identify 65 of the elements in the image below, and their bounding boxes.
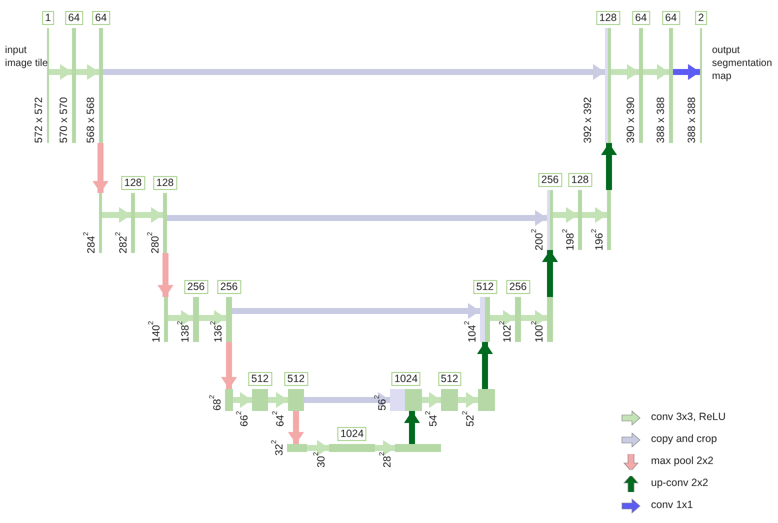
channel-count: 64 (632, 11, 650, 25)
channel-count: 1024 (391, 372, 421, 386)
channel-count: 256 (217, 280, 241, 294)
channel-count: 128 (153, 176, 177, 190)
arrow (49, 64, 72, 80)
arrow (673, 64, 700, 80)
channel-count: 512 (438, 372, 462, 386)
arrow (477, 342, 493, 389)
legend-text: conv 1x1 (651, 499, 694, 511)
caption-text: input image tile (5, 44, 49, 70)
arrow (582, 207, 607, 223)
arrow (167, 210, 547, 226)
arrow (199, 310, 226, 326)
arrow (221, 342, 237, 389)
arrow (643, 64, 669, 80)
channel-count: 128 (596, 11, 620, 25)
size-label: 388 x 388 (686, 96, 698, 143)
legend-text: copy and crop (651, 433, 717, 445)
arrow (375, 440, 395, 456)
arrow (103, 64, 605, 80)
channel-count: 512 (248, 372, 272, 386)
channel-count: 128 (121, 176, 145, 190)
channel-count: 256 (538, 173, 562, 187)
arrow (404, 411, 420, 444)
channel-count: 1024 (337, 427, 367, 441)
arrow (288, 411, 304, 444)
arrow (168, 310, 193, 326)
channel-count: 1 (42, 11, 54, 25)
legend-text: up-conv 2x2 (651, 477, 708, 489)
legend-text: max pool 2x2 (651, 455, 714, 467)
size-label: 570 x 570 (58, 96, 70, 143)
size-label: 568 x 568 (85, 96, 97, 143)
legend-text: conv 3x3, ReLU (651, 411, 726, 423)
channel-count: 512 (473, 280, 497, 294)
arrow (304, 392, 390, 408)
caption-text: output segmentation map (712, 44, 774, 83)
arrow (458, 392, 478, 408)
arrow (490, 310, 515, 326)
arrow (92, 143, 108, 193)
size-label: 388 x 388 (655, 96, 667, 143)
arrow (307, 440, 329, 456)
arrow (102, 207, 131, 223)
size-label: 392 x 392 (582, 96, 594, 143)
arrow (601, 143, 617, 190)
arrow (158, 253, 174, 297)
size-label: 390 x 390 (625, 96, 637, 143)
channel-count: 256 (506, 280, 530, 294)
arrow (268, 392, 288, 408)
channel-count: 2 (695, 11, 707, 25)
size-label: 572 x 572 (33, 96, 45, 143)
arrow (76, 64, 99, 80)
arrow (233, 392, 252, 408)
channel-count: 64 (662, 11, 680, 25)
channel-count: 128 (568, 173, 592, 187)
arrow (521, 310, 547, 326)
arrow (232, 303, 480, 319)
channel-count: 256 (184, 280, 208, 294)
channel-count: 64 (92, 11, 110, 25)
arrow (542, 250, 558, 297)
channel-count: 512 (284, 372, 308, 386)
channel-count: 64 (65, 11, 83, 25)
arrow (611, 64, 639, 80)
arrow (422, 392, 441, 408)
arrow (553, 207, 578, 223)
arrow (135, 207, 163, 223)
